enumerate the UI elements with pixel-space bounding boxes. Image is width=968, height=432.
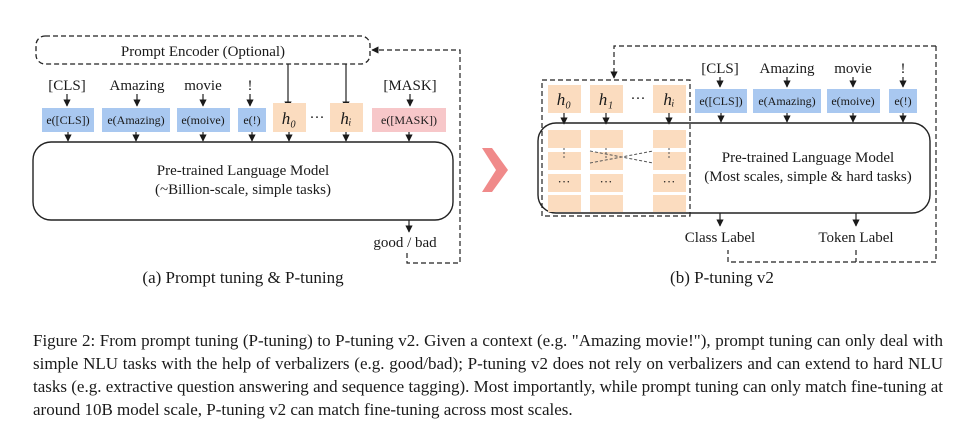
v2-prompt-dots: ···	[631, 91, 646, 107]
v2-prompt-hi-label: hᵢ	[663, 90, 674, 109]
v2-embedding-movie-label: e(moive)	[831, 94, 874, 108]
layer-prompt-cells: ··· ··· ···	[548, 130, 686, 212]
feedback-loop-a	[371, 46, 461, 264]
token-label-amazing: Amazing	[110, 78, 165, 94]
prompt-encoder-box	[35, 35, 371, 65]
embedding-mask	[372, 108, 446, 132]
v2-embedding-movie	[827, 89, 880, 113]
token-label-exclaim: !	[248, 78, 253, 94]
language-model-box-a	[32, 141, 454, 221]
cell-dots-1: ···	[558, 174, 571, 189]
embedding-movie	[177, 108, 230, 132]
token-label-movie: movie	[184, 78, 222, 94]
v2-embedding-amazing	[753, 89, 821, 113]
cell-dots-3: ···	[663, 174, 676, 189]
prompt-dots: ···	[310, 110, 325, 126]
figure-caption: Figure 2: From prompt tuning (P-tuning) …	[33, 331, 943, 419]
v2-embedding-cls-label: e([CLS])	[699, 94, 742, 108]
panel-b-caption: (b) P-tuning v2	[670, 268, 774, 287]
embedding-exclaim-label: e(!)	[243, 113, 260, 127]
embedding-exclaim	[238, 108, 266, 132]
v2-embedding-exclaim-label: e(!)	[894, 94, 911, 108]
prompt-hi	[330, 103, 363, 132]
prompt-hi-label: hᵢ	[340, 109, 351, 128]
v2-token-label-cls: [CLS]	[701, 61, 739, 77]
v2-token-label-movie: movie	[834, 61, 872, 77]
transition-arrow	[482, 148, 508, 192]
feedback-loop-b-top	[610, 45, 936, 79]
verbalizer-label: good / bad	[373, 235, 437, 251]
v2-embedding-cls	[695, 89, 747, 113]
token-label-cls: [CLS]	[48, 78, 86, 94]
v2-embedding-exclaim	[889, 89, 917, 113]
embedding-cls-label: e([CLS])	[46, 113, 89, 127]
v2-token-label-exclaim: !	[901, 61, 906, 77]
token-label-mask: [MASK]	[383, 78, 436, 94]
panel-a-caption: (a) Prompt tuning & P-tuning	[142, 268, 344, 287]
prompt-h0-label: h₀	[282, 109, 297, 128]
v2-prompt-h0-label: h₀	[557, 90, 572, 109]
v2-prompt-h0	[548, 85, 581, 113]
embedding-movie-label: e(moive)	[181, 113, 224, 127]
feedback-loop-b-bottom	[727, 250, 936, 263]
prompt-region	[541, 79, 691, 217]
figure-2-diagram: Prompt Encoder (Optional) [CLS] Amazing …	[32, 35, 937, 287]
language-model-box-b	[537, 122, 931, 214]
class-label: Class Label	[685, 230, 755, 246]
language-model-b-subtitle: (Most scales, simple & hard tasks)	[704, 169, 911, 185]
cell-dots-2: ···	[600, 174, 613, 189]
language-model-a-subtitle: (~Billion-scale, simple tasks)	[155, 182, 331, 198]
embedding-cls	[42, 108, 94, 132]
v2-prompt-hi	[653, 85, 686, 113]
v2-prompt-h1	[590, 85, 623, 113]
token-label: Token Label	[818, 230, 893, 246]
embedding-amazing	[102, 108, 170, 132]
prompt-encoder-label: Prompt Encoder (Optional)	[121, 44, 285, 60]
embedding-amazing-label: e(Amazing)	[107, 113, 164, 127]
language-model-a-title: Pre-trained Language Model	[157, 163, 329, 179]
v2-embedding-amazing-label: e(Amazing)	[758, 94, 815, 108]
language-model-b-title: Pre-trained Language Model	[722, 150, 894, 166]
embedding-mask-label: e([MASK])	[381, 113, 437, 127]
panel-a-prompt-tuning: Prompt Encoder (Optional) [CLS] Amazing …	[32, 35, 461, 287]
v2-token-label-amazing: Amazing	[760, 61, 815, 77]
v2-prompt-h1-label: h₁	[599, 90, 613, 109]
prompt-h0	[273, 103, 306, 132]
panel-b-p-tuning-v2: h₀ h₁ ··· hᵢ [CLS] Amazing movie ! e([CL…	[537, 45, 937, 287]
